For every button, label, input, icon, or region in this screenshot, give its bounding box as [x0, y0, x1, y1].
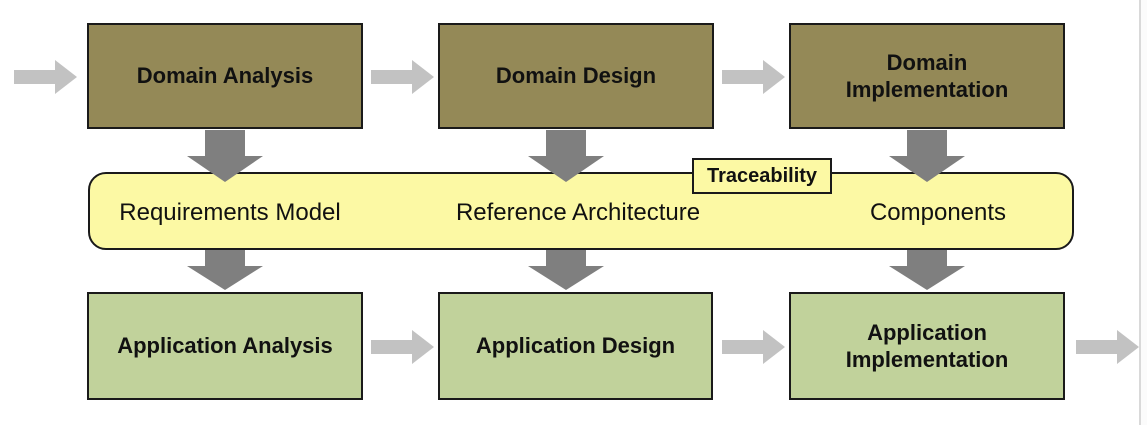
box-label: Domain Design	[495, 63, 657, 89]
arrow-shaft	[371, 70, 412, 84]
arrow-domain-analysis-to-domain-design	[371, 60, 434, 94]
arrow-shaft	[722, 70, 763, 84]
arrow-head-icon	[889, 156, 965, 182]
box-domain-analysis: Domain Analysis	[87, 23, 363, 129]
band-item-components: Components	[869, 199, 1007, 226]
arrow-head-icon	[187, 156, 263, 182]
box-application-implementation: Application Implementation	[789, 292, 1065, 400]
box-label: Application Implementation	[845, 319, 1009, 373]
box-label: Application Design	[475, 333, 676, 359]
arrow-application-design-to-application-implementation	[722, 330, 785, 364]
arrow-head-icon	[412, 330, 434, 364]
band-item-reference-architecture: Reference Architecture	[455, 199, 701, 226]
box-label: Application Analysis	[117, 333, 333, 359]
arrow-shaft	[1076, 340, 1117, 354]
arrow-head-icon	[763, 330, 785, 364]
arrow-shaft	[205, 130, 245, 156]
page-margin	[1141, 0, 1147, 425]
output-arrow	[1076, 330, 1139, 364]
arrow-shaft	[205, 246, 245, 266]
box-label: Domain Implementation	[845, 49, 1009, 103]
arrow-reference-architecture-to-application-design	[528, 246, 604, 290]
arrow-requirements-model-to-application-analysis	[187, 246, 263, 290]
box-application-analysis: Application Analysis	[87, 292, 363, 400]
box-application-design: Application Design	[438, 292, 713, 400]
box-domain-design: Domain Design	[438, 23, 714, 129]
arrow-application-analysis-to-application-design	[371, 330, 434, 364]
traceability-tag: Traceability	[692, 158, 832, 194]
arrow-domain-analysis-to-requirements-model	[187, 130, 263, 182]
arrow-head-icon	[412, 60, 434, 94]
arrow-shaft	[722, 340, 763, 354]
traceability-tag-label: Traceability	[706, 164, 818, 187]
arrow-shaft	[546, 130, 586, 156]
page-edge-line	[1139, 0, 1141, 425]
input-arrow	[14, 60, 77, 94]
arrow-head-icon	[528, 266, 604, 290]
arrow-domain-implementation-to-components	[889, 130, 965, 182]
arrow-head-icon	[1117, 330, 1139, 364]
arrow-head-icon	[889, 266, 965, 290]
arrow-head-icon	[187, 266, 263, 290]
arrow-head-icon	[528, 156, 604, 182]
arrow-domain-design-to-domain-implementation	[722, 60, 785, 94]
arrow-shaft	[907, 246, 947, 266]
arrow-shaft	[14, 70, 55, 84]
band-item-requirements-model: Requirements Model	[119, 199, 341, 226]
arrow-components-to-application-implementation	[889, 246, 965, 290]
arrow-domain-design-to-reference-architecture	[528, 130, 604, 182]
box-label: Domain Analysis	[136, 63, 314, 89]
arrow-shaft	[371, 340, 412, 354]
arrow-shaft	[907, 130, 947, 156]
arrow-head-icon	[55, 60, 77, 94]
box-domain-implementation: Domain Implementation	[789, 23, 1065, 129]
arrow-shaft	[546, 246, 586, 266]
arrow-head-icon	[763, 60, 785, 94]
